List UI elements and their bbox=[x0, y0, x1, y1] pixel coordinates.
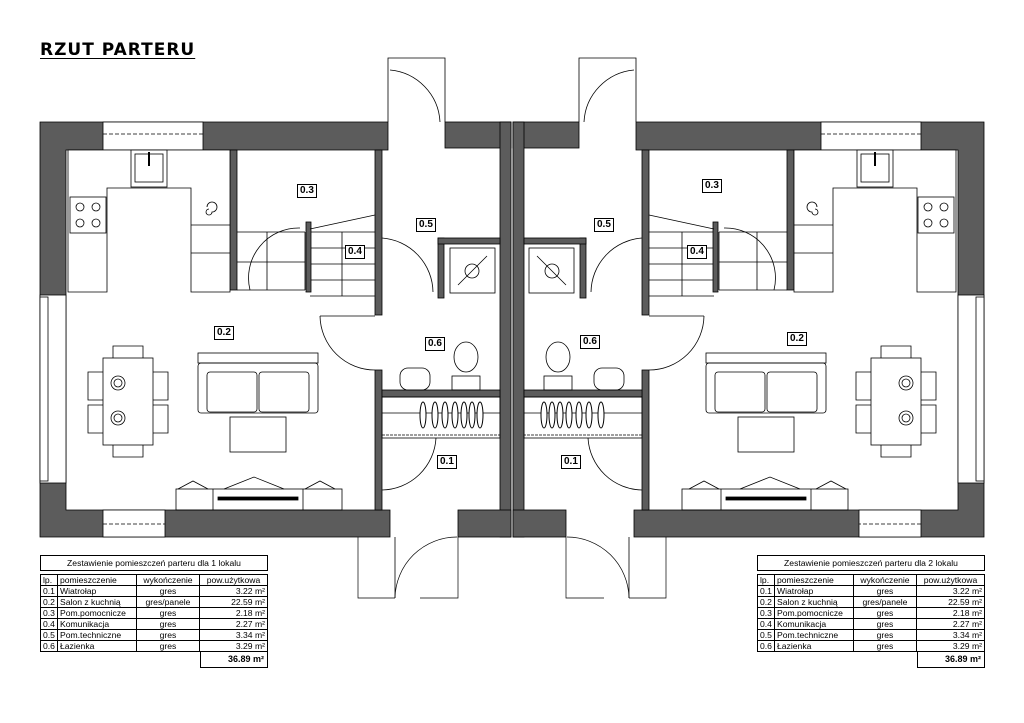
header-area: pow.użytkowa bbox=[916, 574, 985, 586]
cell-finish: gres bbox=[136, 607, 200, 619]
cell-room: Salon z kuchnią bbox=[774, 596, 854, 608]
unit-1-plan bbox=[39, 57, 512, 599]
cell-area: 3.22 m² bbox=[199, 585, 268, 597]
cell-lp: 0.5 bbox=[757, 629, 775, 641]
unit-2-plan bbox=[512, 57, 985, 599]
cell-room: Wiatrołap bbox=[57, 585, 137, 597]
cell-room: Komunikacja bbox=[57, 618, 137, 630]
header-area: pow.użytkowa bbox=[199, 574, 268, 586]
cell-area: 22.59 m² bbox=[916, 596, 985, 608]
cell-room: Salon z kuchnią bbox=[57, 596, 137, 608]
cell-finish: gres bbox=[853, 640, 917, 652]
cell-room: Wiatrołap bbox=[774, 585, 854, 597]
header-finish: wykończenie bbox=[136, 574, 200, 586]
cell-area: 3.22 m² bbox=[916, 585, 985, 597]
cell-area: 3.29 m² bbox=[916, 640, 985, 652]
cell-finish: gres bbox=[853, 629, 917, 641]
cell-finish: gres/panele bbox=[136, 596, 200, 608]
room-label-0-3: 0.3 bbox=[702, 179, 722, 193]
cell-room: Komunikacja bbox=[774, 618, 854, 630]
cell-lp: 0.5 bbox=[40, 629, 58, 641]
room-label-0-4: 0.4 bbox=[687, 245, 707, 259]
cell-finish: gres/panele bbox=[853, 596, 917, 608]
cell-area: 2.18 m² bbox=[916, 607, 985, 619]
room-label-0-6: 0.6 bbox=[425, 337, 445, 351]
room-label-0-1: 0.1 bbox=[561, 455, 581, 469]
cell-lp: 0.4 bbox=[40, 618, 58, 630]
room-schedule-unit-2: Zestawienie pomieszczeń parteru dla 2 lo… bbox=[757, 555, 985, 668]
cell-lp: 0.3 bbox=[757, 607, 775, 619]
cell-finish: gres bbox=[136, 640, 200, 652]
table-caption: Zestawienie pomieszczeń parteru dla 1 lo… bbox=[40, 555, 268, 571]
total-area: 36.89 m² bbox=[200, 652, 268, 668]
cell-lp: 0.2 bbox=[757, 596, 775, 608]
cell-room: Pom.techniczne bbox=[774, 629, 854, 641]
cell-lp: 0.6 bbox=[757, 640, 775, 652]
header-lp: lp. bbox=[40, 574, 58, 586]
cell-finish: gres bbox=[853, 618, 917, 630]
room-label-0-1: 0.1 bbox=[437, 455, 457, 469]
cell-lp: 0.2 bbox=[40, 596, 58, 608]
table-header: lp. pomieszczenie wykończenie pow.użytko… bbox=[40, 574, 268, 586]
cell-lp: 0.4 bbox=[757, 618, 775, 630]
room-label-0-3: 0.3 bbox=[297, 184, 317, 198]
room-schedule-unit-1: Zestawienie pomieszczeń parteru dla 1 lo… bbox=[40, 555, 268, 668]
cell-lp: 0.1 bbox=[757, 585, 775, 597]
room-label-0-4: 0.4 bbox=[345, 245, 365, 259]
cell-area: 2.27 m² bbox=[916, 618, 985, 630]
table-caption: Zestawienie pomieszczeń parteru dla 2 lo… bbox=[757, 555, 985, 571]
cell-area: 2.27 m² bbox=[199, 618, 268, 630]
room-label-0-2: 0.2 bbox=[214, 326, 234, 340]
cell-area: 22.59 m² bbox=[199, 596, 268, 608]
cell-room: Pom.pomocnicze bbox=[57, 607, 137, 619]
cell-room: Łazienka bbox=[774, 640, 854, 652]
room-label-0-2: 0.2 bbox=[787, 332, 807, 346]
room-label-0-6: 0.6 bbox=[580, 335, 600, 349]
cell-finish: gres bbox=[136, 585, 200, 597]
header-finish: wykończenie bbox=[853, 574, 917, 586]
cell-finish: gres bbox=[853, 607, 917, 619]
cell-finish: gres bbox=[853, 585, 917, 597]
cell-lp: 0.1 bbox=[40, 585, 58, 597]
header-room: pomieszczenie bbox=[57, 574, 137, 586]
cell-area: 3.34 m² bbox=[199, 629, 268, 641]
cell-room: Pom.pomocnicze bbox=[774, 607, 854, 619]
header-room: pomieszczenie bbox=[774, 574, 854, 586]
total-area: 36.89 m² bbox=[917, 652, 985, 668]
cell-area: 3.34 m² bbox=[916, 629, 985, 641]
cell-room: Pom.techniczne bbox=[57, 629, 137, 641]
cell-area: 2.18 m² bbox=[199, 607, 268, 619]
page-title: RZUT PARTERU bbox=[40, 40, 196, 60]
cell-room: Łazienka bbox=[57, 640, 137, 652]
cell-lp: 0.3 bbox=[40, 607, 58, 619]
table-header: lp. pomieszczenie wykończenie pow.użytko… bbox=[757, 574, 985, 586]
cell-finish: gres bbox=[136, 629, 200, 641]
cell-finish: gres bbox=[136, 618, 200, 630]
room-label-0-5: 0.5 bbox=[594, 218, 614, 232]
room-label-0-5: 0.5 bbox=[416, 218, 436, 232]
header-lp: lp. bbox=[757, 574, 775, 586]
cell-area: 3.29 m² bbox=[199, 640, 268, 652]
cell-lp: 0.6 bbox=[40, 640, 58, 652]
